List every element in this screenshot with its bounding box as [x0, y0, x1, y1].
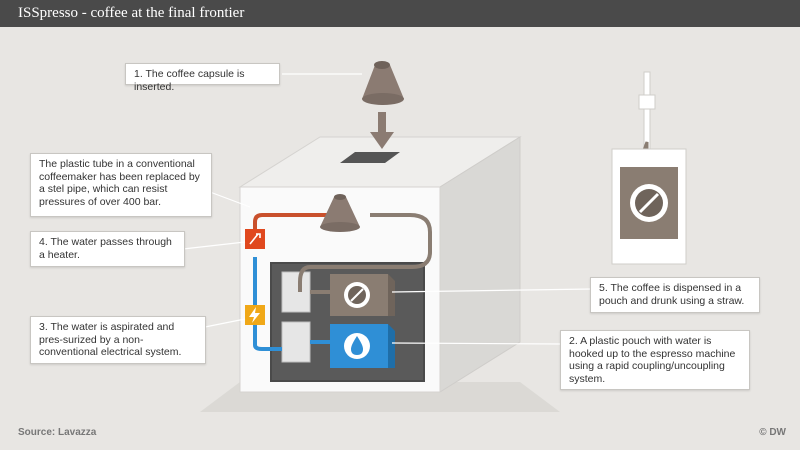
callout-step-2-text: 2. A plastic pouch with water is hooked …	[569, 335, 736, 385]
coffee-bean-icon	[630, 184, 668, 222]
callout-step-1: 1. The coffee capsule is inserted.	[125, 63, 280, 93]
footer: Source: Lavazza © DW	[0, 417, 800, 450]
coffee-capsule-icon	[320, 194, 360, 232]
lightning-icon	[249, 307, 260, 323]
straw	[643, 71, 651, 153]
callout-step-3: 3. The water is aspirated and pres-suriz…	[30, 316, 206, 364]
coffee-bean-icon	[344, 282, 370, 308]
hot-pipe	[253, 213, 330, 237]
credit-label: © DW	[759, 427, 786, 438]
inserted-capsule	[362, 61, 404, 149]
down-arrow-icon	[370, 112, 394, 149]
callout-step-1-text: 1. The coffee capsule is inserted.	[134, 68, 245, 93]
callout-plastic-tube: The plastic tube in a conventional coffe…	[30, 153, 212, 217]
heater-coil-icon	[249, 233, 261, 245]
coffee-outlet-pipe	[298, 213, 432, 292]
diagram-illustration	[182, 61, 687, 412]
espresso-machine	[238, 136, 522, 393]
water-drop-icon	[344, 333, 370, 359]
pump	[245, 305, 265, 325]
water-coupling-block	[281, 321, 311, 363]
coffee-capsule-icon	[362, 61, 404, 105]
straw-clip	[638, 94, 656, 110]
page-title: ISSpresso - coffee at the final frontier	[18, 5, 245, 21]
title-bar: ISSpresso - coffee at the final frontier	[0, 0, 800, 27]
drinking-pouch	[611, 71, 687, 265]
callout-step-2: 2. A plastic pouch with water is hooked …	[560, 330, 750, 390]
callout-plastic-tube-text: The plastic tube in a conventional coffe…	[39, 158, 200, 208]
coffee-pouch	[330, 274, 395, 316]
leader-lines	[182, 73, 593, 345]
diagram: 1. The coffee capsule is inserted. The p…	[0, 27, 800, 417]
coffee-coupling-block	[281, 271, 311, 313]
heater	[245, 229, 265, 249]
callout-step-4: 4. The water passes through a heater.	[30, 231, 185, 267]
water-pouch	[330, 324, 395, 368]
callout-step-5-text: 5. The coffee is dispensed in a pouch an…	[599, 282, 745, 307]
callout-step-4-text: 4. The water passes through a heater.	[39, 236, 172, 261]
callout-step-5: 5. The coffee is dispensed in a pouch an…	[590, 277, 760, 313]
cold-pipe-lower	[253, 325, 282, 351]
callout-step-3-text: 3. The water is aspirated and pres-suriz…	[39, 321, 182, 358]
capsule-slot	[340, 152, 400, 163]
source-label: Source: Lavazza	[18, 427, 97, 438]
